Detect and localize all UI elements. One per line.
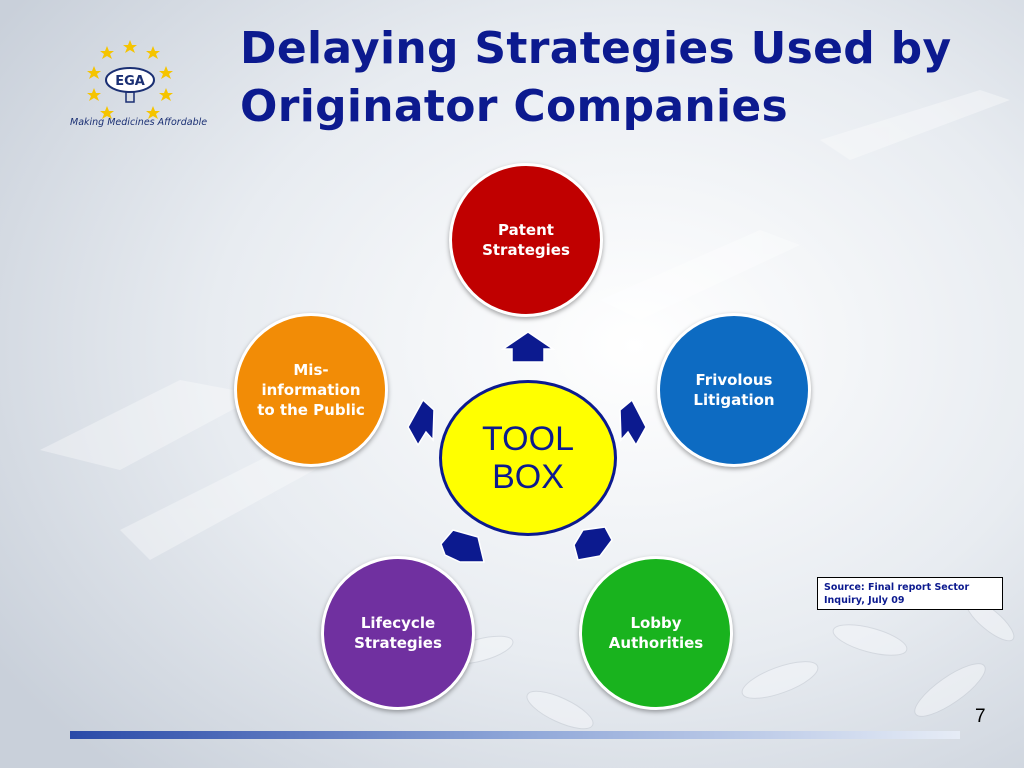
node-label: Frivolous Litigation xyxy=(693,371,775,409)
footer-bar xyxy=(70,731,960,739)
arrow-to-lifecycle xyxy=(440,529,485,563)
arrow-to-lobby xyxy=(573,526,613,561)
slide-title: Delaying Strategies Used by Originator C… xyxy=(240,23,952,132)
node-lobby-authorities: Lobby Authorities xyxy=(579,556,733,710)
page-number: 7 xyxy=(975,706,986,727)
center-label-line2: BOX xyxy=(492,458,564,496)
logo-text: EGA xyxy=(115,74,145,89)
tool-box-center: TOOL BOX xyxy=(439,380,617,536)
node-frivolous-litigation: Frivolous Litigation xyxy=(657,313,811,467)
node-lifecycle-strategies: Lifecycle Strategies xyxy=(321,556,475,710)
arrow-to-patent xyxy=(500,331,556,363)
node-label: Patent Strategies xyxy=(482,221,570,259)
node-label: Mis-information to the Public xyxy=(257,361,365,419)
node-label: Lobby Authorities xyxy=(608,614,704,652)
node-patent-strategies: Patent Strategies xyxy=(449,163,603,317)
center-label-line1: TOOL xyxy=(482,420,574,458)
source-note: Source: Final report Sector Inquiry, Jul… xyxy=(817,577,1003,610)
arrow-to-litigation xyxy=(619,398,647,447)
ega-logo: EGA xyxy=(87,40,173,119)
logo-tagline: Making Medicines Affordable xyxy=(70,117,208,128)
node-label: Lifecycle Strategies xyxy=(354,614,442,652)
node-mis-information: Mis-information to the Public xyxy=(234,313,388,467)
arrow-to-mis-information xyxy=(407,398,435,447)
